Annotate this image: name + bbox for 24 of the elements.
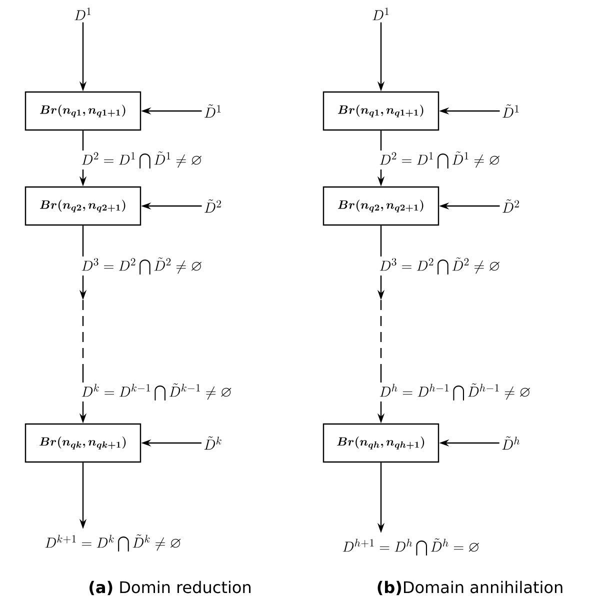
process-box: $\boldsymbol{Br(n_{q1},n_{q1+1})}$ — [322, 91, 440, 131]
caption: (b)Domain annihilation — [378, 580, 562, 596]
formula: $\tilde{D}^{2}$ — [502, 199, 519, 213]
edge-label: $D^{k}=D^{k-1}\bigcap\tilde{D}^{k-1}\neq\varnothing$ — [82, 383, 232, 401]
formula: $D^{1}$ — [372, 8, 389, 20]
edge-label: $D^{h}=D^{h-1}\bigcap\tilde{D}^{h-1}\neq\varnothing$ — [380, 383, 530, 401]
edge-label: $D^{2}=D^{1}\bigcap\tilde{D}^{1}\neq\varnothing$ — [82, 151, 202, 169]
process-box: $\boldsymbol{Br(n_{q2},n_{q2+1})}$ — [322, 186, 440, 226]
formula: $\tilde{D}^{2}$ — [204, 199, 221, 213]
caption: (a) Domin reduction — [90, 580, 250, 596]
process-box: $\boldsymbol{Br(n_{q2},n_{q2+1})}$ — [24, 186, 142, 226]
process-box: $\boldsymbol{Br(n_{qk},n_{qk+1})}$ — [24, 423, 142, 463]
formula: $D^{1}$ — [74, 8, 91, 20]
formula: $D^{h+1}=D^{h}\bigcap\tilde{D}^{h}=\varnothing$ — [342, 538, 479, 556]
process-box: $\boldsymbol{Br(n_{qh},n_{qh+1})}$ — [322, 423, 440, 463]
edge-label: $D^{3}=D^{2}\bigcap\tilde{D}^{2}\neq\varnothing$ — [380, 257, 500, 275]
formula: $\tilde{D}^{h}$ — [502, 436, 520, 450]
process-box: $\boldsymbol{Br(n_{q1},n_{q1+1})}$ — [24, 91, 142, 131]
edge-label: $D^{2}=D^{1}\bigcap\tilde{D}^{1}\neq\varnothing$ — [380, 151, 500, 169]
formula: $\tilde{D}^{1}$ — [502, 104, 519, 118]
formula: $D^{k+1}=D^{k}\bigcap\tilde{D}^{k}\neq\varnothing$ — [45, 534, 181, 552]
formula: $\tilde{D}^{1}$ — [204, 104, 221, 118]
formula: $\tilde{D}^{k}$ — [204, 436, 222, 450]
edge-label: $D^{3}=D^{2}\bigcap\tilde{D}^{2}\neq\varnothing$ — [82, 257, 202, 275]
